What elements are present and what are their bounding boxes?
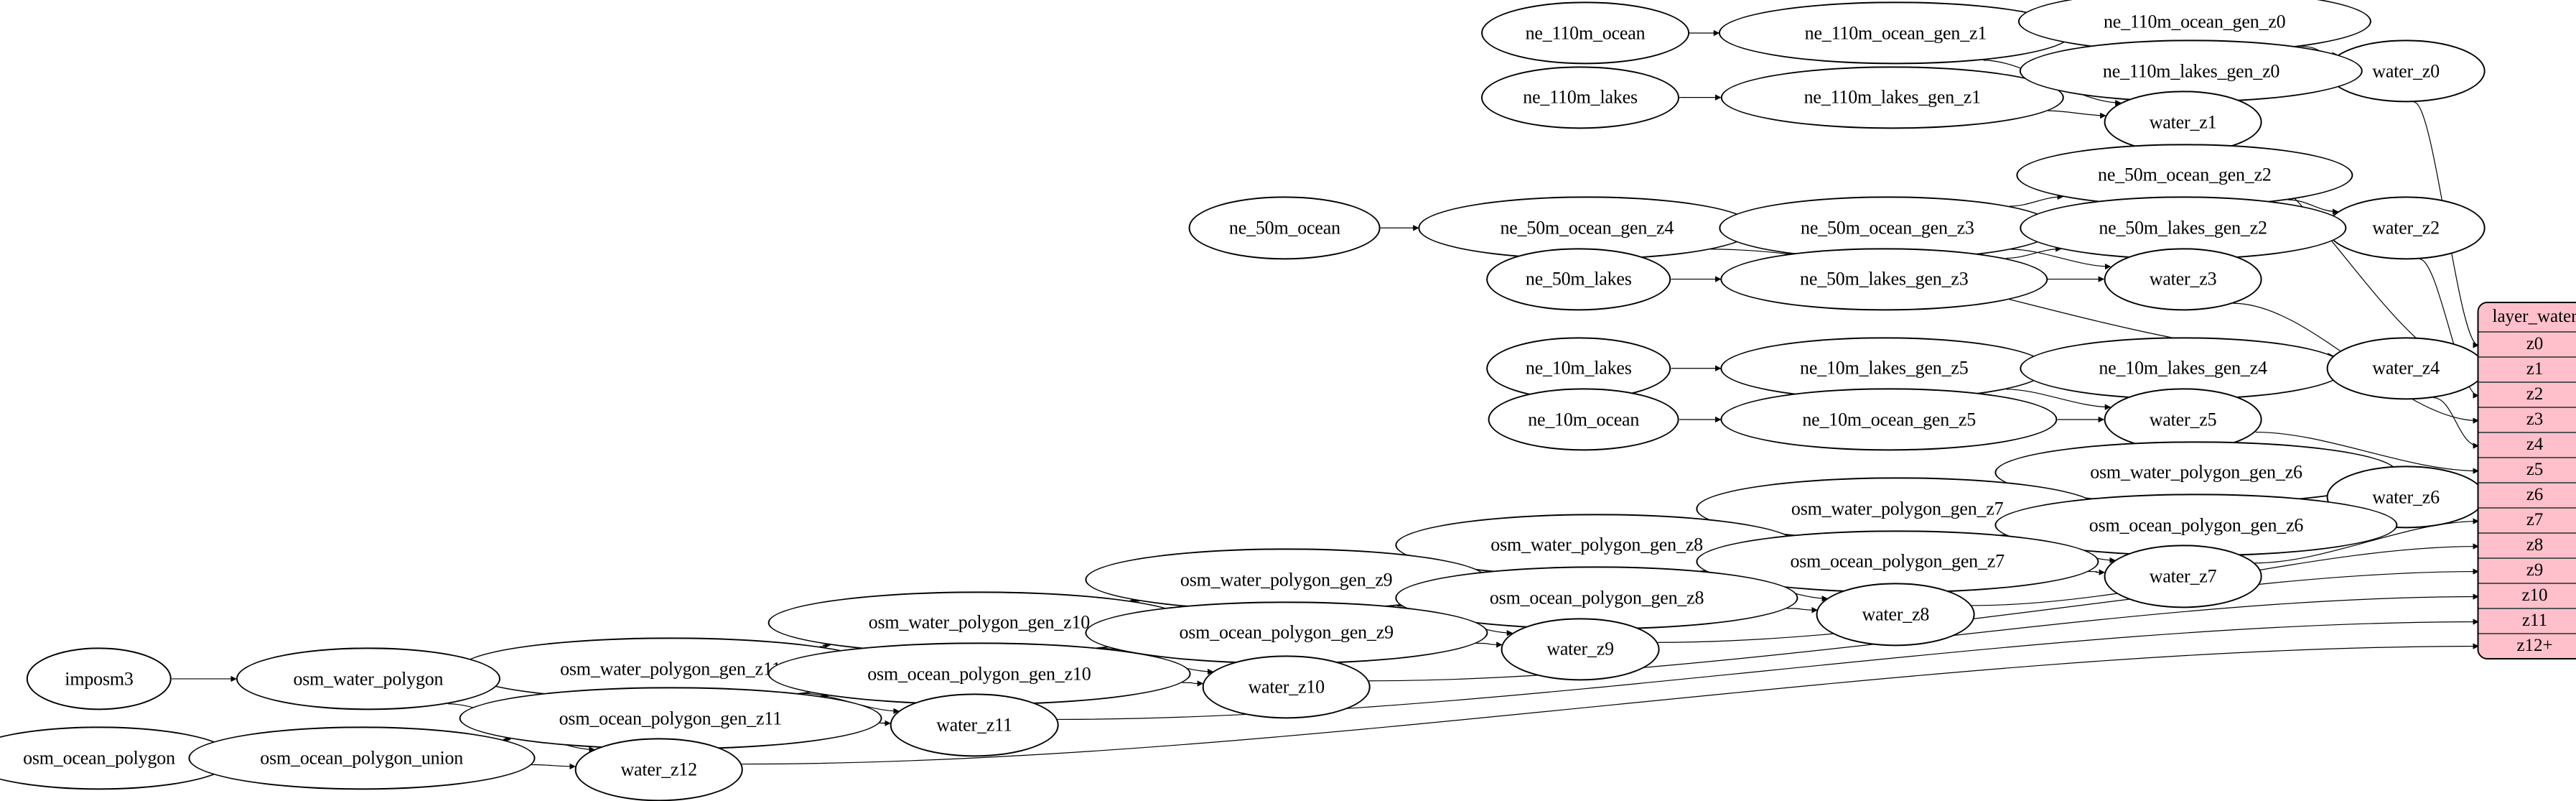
graph-node-ne_10m_ocean[interactable]: ne_10m_ocean [1488,388,1679,450]
graph-node-label: osm_ocean_polygon_gen_z11 [559,709,782,728]
graph-node-label: water_z0 [2372,62,2440,80]
graph-node-label: water_z9 [1546,640,1614,659]
graph-edge [1182,682,1203,683]
graph-node-label: water_z2 [2372,218,2440,237]
graph-node-ne_50m_lakes_gen_z3[interactable]: ne_50m_lakes_gen_z3 [1721,248,2048,310]
layer-water-row-z5[interactable]: z5 [2478,458,2576,483]
graph-node-label: ne_10m_lakes_gen_z5 [1800,359,1968,378]
graph-node-label: osm_ocean_polygon_gen_z6 [2089,516,2303,534]
graph-edge [2048,111,2106,116]
graph-node-water_z11[interactable]: water_z11 [890,694,1059,756]
graph-node-label: water_z4 [2372,359,2440,378]
graph-node-label: ne_110m_ocean [1526,24,1646,42]
graph-node-osm_water_polygon[interactable]: osm_water_polygon [236,647,500,710]
graph-node-label: osm_ocean_polygon_gen_z10 [867,665,1091,683]
graph-node-label: water_z6 [2372,488,2440,506]
layer-water-row-z8[interactable]: z8 [2478,534,2576,559]
graph-edge [2089,572,2104,573]
graph-node-label: ne_10m_lakes [1526,359,1632,378]
graph-node-water_z12[interactable]: water_z12 [574,739,743,801]
graph-node-label: water_z7 [2150,567,2217,585]
graph-node-water_z7[interactable]: water_z7 [2104,545,2262,608]
graph-node-label: osm_water_polygon_gen_z8 [1490,536,1703,555]
graph-node-water_z8[interactable]: water_z8 [1816,583,1975,646]
graph-node-label: water_z5 [2150,410,2217,429]
graph-node-label: osm_ocean_polygon [23,749,175,767]
graph-node-label: osm_ocean_polygon_union [260,749,463,767]
layer-water-row-z10[interactable]: z10 [2478,584,2576,609]
graph-node-label: ne_50m_ocean_gen_z3 [1801,218,1974,237]
graph-node-label: water_z10 [1248,677,1324,696]
graph-node-osm_ocean_polygon_union[interactable]: osm_ocean_polygon_union [188,727,535,790]
graph-node-label: osm_water_polygon_gen_z6 [2090,463,2302,482]
graph-node-ne_110m_ocean[interactable]: ne_110m_ocean [1481,1,1689,64]
graph-node-ne_110m_lakes_gen_z1[interactable]: ne_110m_lakes_gen_z1 [1721,66,2064,129]
graph-node-label: ne_50m_lakes [1526,270,1632,289]
graph-node-label: osm_water_polygon [293,670,443,688]
graph-edge [1787,608,1818,610]
graph-node-label: osm_ocean_polygon_gen_z8 [1490,588,1704,607]
graph-node-ne_10m_ocean_gen_z5[interactable]: ne_10m_ocean_gen_z5 [1721,388,2058,450]
graph-node-water_z9[interactable]: water_z9 [1501,618,1660,680]
graph-node-label: water_z1 [2150,113,2217,131]
graph-node-label: osm_water_polygon_gen_z11 [560,659,780,678]
graph-node-water_z10[interactable]: water_z10 [1202,656,1371,718]
graph-node-label: ne_10m_ocean_gen_z5 [1802,410,1976,429]
graph-node-label: water_z12 [620,760,696,779]
layer-water-row-z2[interactable]: z2 [2478,383,2576,408]
graph-node-label: osm_water_polygon_gen_z9 [1180,570,1393,589]
graph-node-ne_50m_lakes[interactable]: ne_50m_lakes [1486,248,1671,310]
graph-node-label: ne_110m_ocean_gen_z0 [2104,12,2286,31]
graph-node-label: ne_50m_ocean [1229,218,1340,237]
graph-node-label: osm_ocean_polygon_gen_z7 [1790,552,2004,571]
graph-node-label: ne_50m_ocean_gen_z4 [1500,218,1674,237]
graph-edge [2010,197,2063,206]
graph-node-label: ne_50m_lakes_gen_z3 [1800,270,1968,289]
graph-node-water_z4[interactable]: water_z4 [2327,337,2486,399]
graph-node-label: water_z8 [1862,605,1930,624]
graph-node-label: ne_110m_ocean_gen_z1 [1805,24,1987,42]
graph-node-label: water_z3 [2150,270,2217,289]
graph-node-label: osm_water_polygon_gen_z7 [1791,499,2004,518]
graph-node-label: ne_50m_lakes_gen_z2 [2099,218,2267,237]
graph-node-ne_50m_ocean[interactable]: ne_50m_ocean [1189,197,1381,259]
graph-node-label: ne_50m_ocean_gen_z2 [2098,166,2272,185]
graph-edge [2433,398,2478,446]
layer-water-row-z11[interactable]: z11 [2478,609,2576,634]
graph-node-water_z2[interactable]: water_z2 [2327,197,2486,259]
layer-water-row-z0[interactable]: z0 [2478,333,2576,358]
layer-water-row-z1[interactable]: z1 [2478,358,2576,383]
graph-node-label: ne_10m_ocean [1528,410,1639,429]
graph-node-imposm3[interactable]: imposm3 [27,647,172,710]
graph-node-label: water_z11 [936,716,1012,734]
graph-node-label: imposm3 [65,670,133,688]
graph-node-label: ne_10m_lakes_gen_z4 [2099,359,2267,378]
layer-water-row-z3[interactable]: z3 [2478,408,2576,433]
layer-water-title: layer_water [2478,303,2576,333]
graph-node-ne_110m_ocean_gen_z1[interactable]: ne_110m_ocean_gen_z1 [1719,1,2072,64]
graph-node-ne_110m_lakes[interactable]: ne_110m_lakes [1481,66,1679,129]
graph-node-label: ne_110m_lakes_gen_z0 [2103,62,2279,80]
graph-edge [2006,249,2061,258]
graph-node-label: ne_110m_lakes [1523,88,1638,107]
graph-node-label: ne_110m_lakes_gen_z1 [1804,88,1981,107]
graph-edge [531,764,575,766]
graph-node-label: osm_ocean_polygon_gen_z9 [1179,624,1393,642]
layer-water-row-z7[interactable]: z7 [2478,509,2576,534]
graph-edge [1476,643,1502,644]
layer-water-row-z4[interactable]: z4 [2478,433,2576,458]
layer-water-row-z12+[interactable]: z12+ [2478,634,2576,658]
layer-water-row-z9[interactable]: z9 [2478,559,2576,584]
graph-node-water_z3[interactable]: water_z3 [2104,248,2262,310]
layer-water-row-z6[interactable]: z6 [2478,483,2576,509]
graph-node-label: osm_water_polygon_gen_z10 [869,614,1090,632]
